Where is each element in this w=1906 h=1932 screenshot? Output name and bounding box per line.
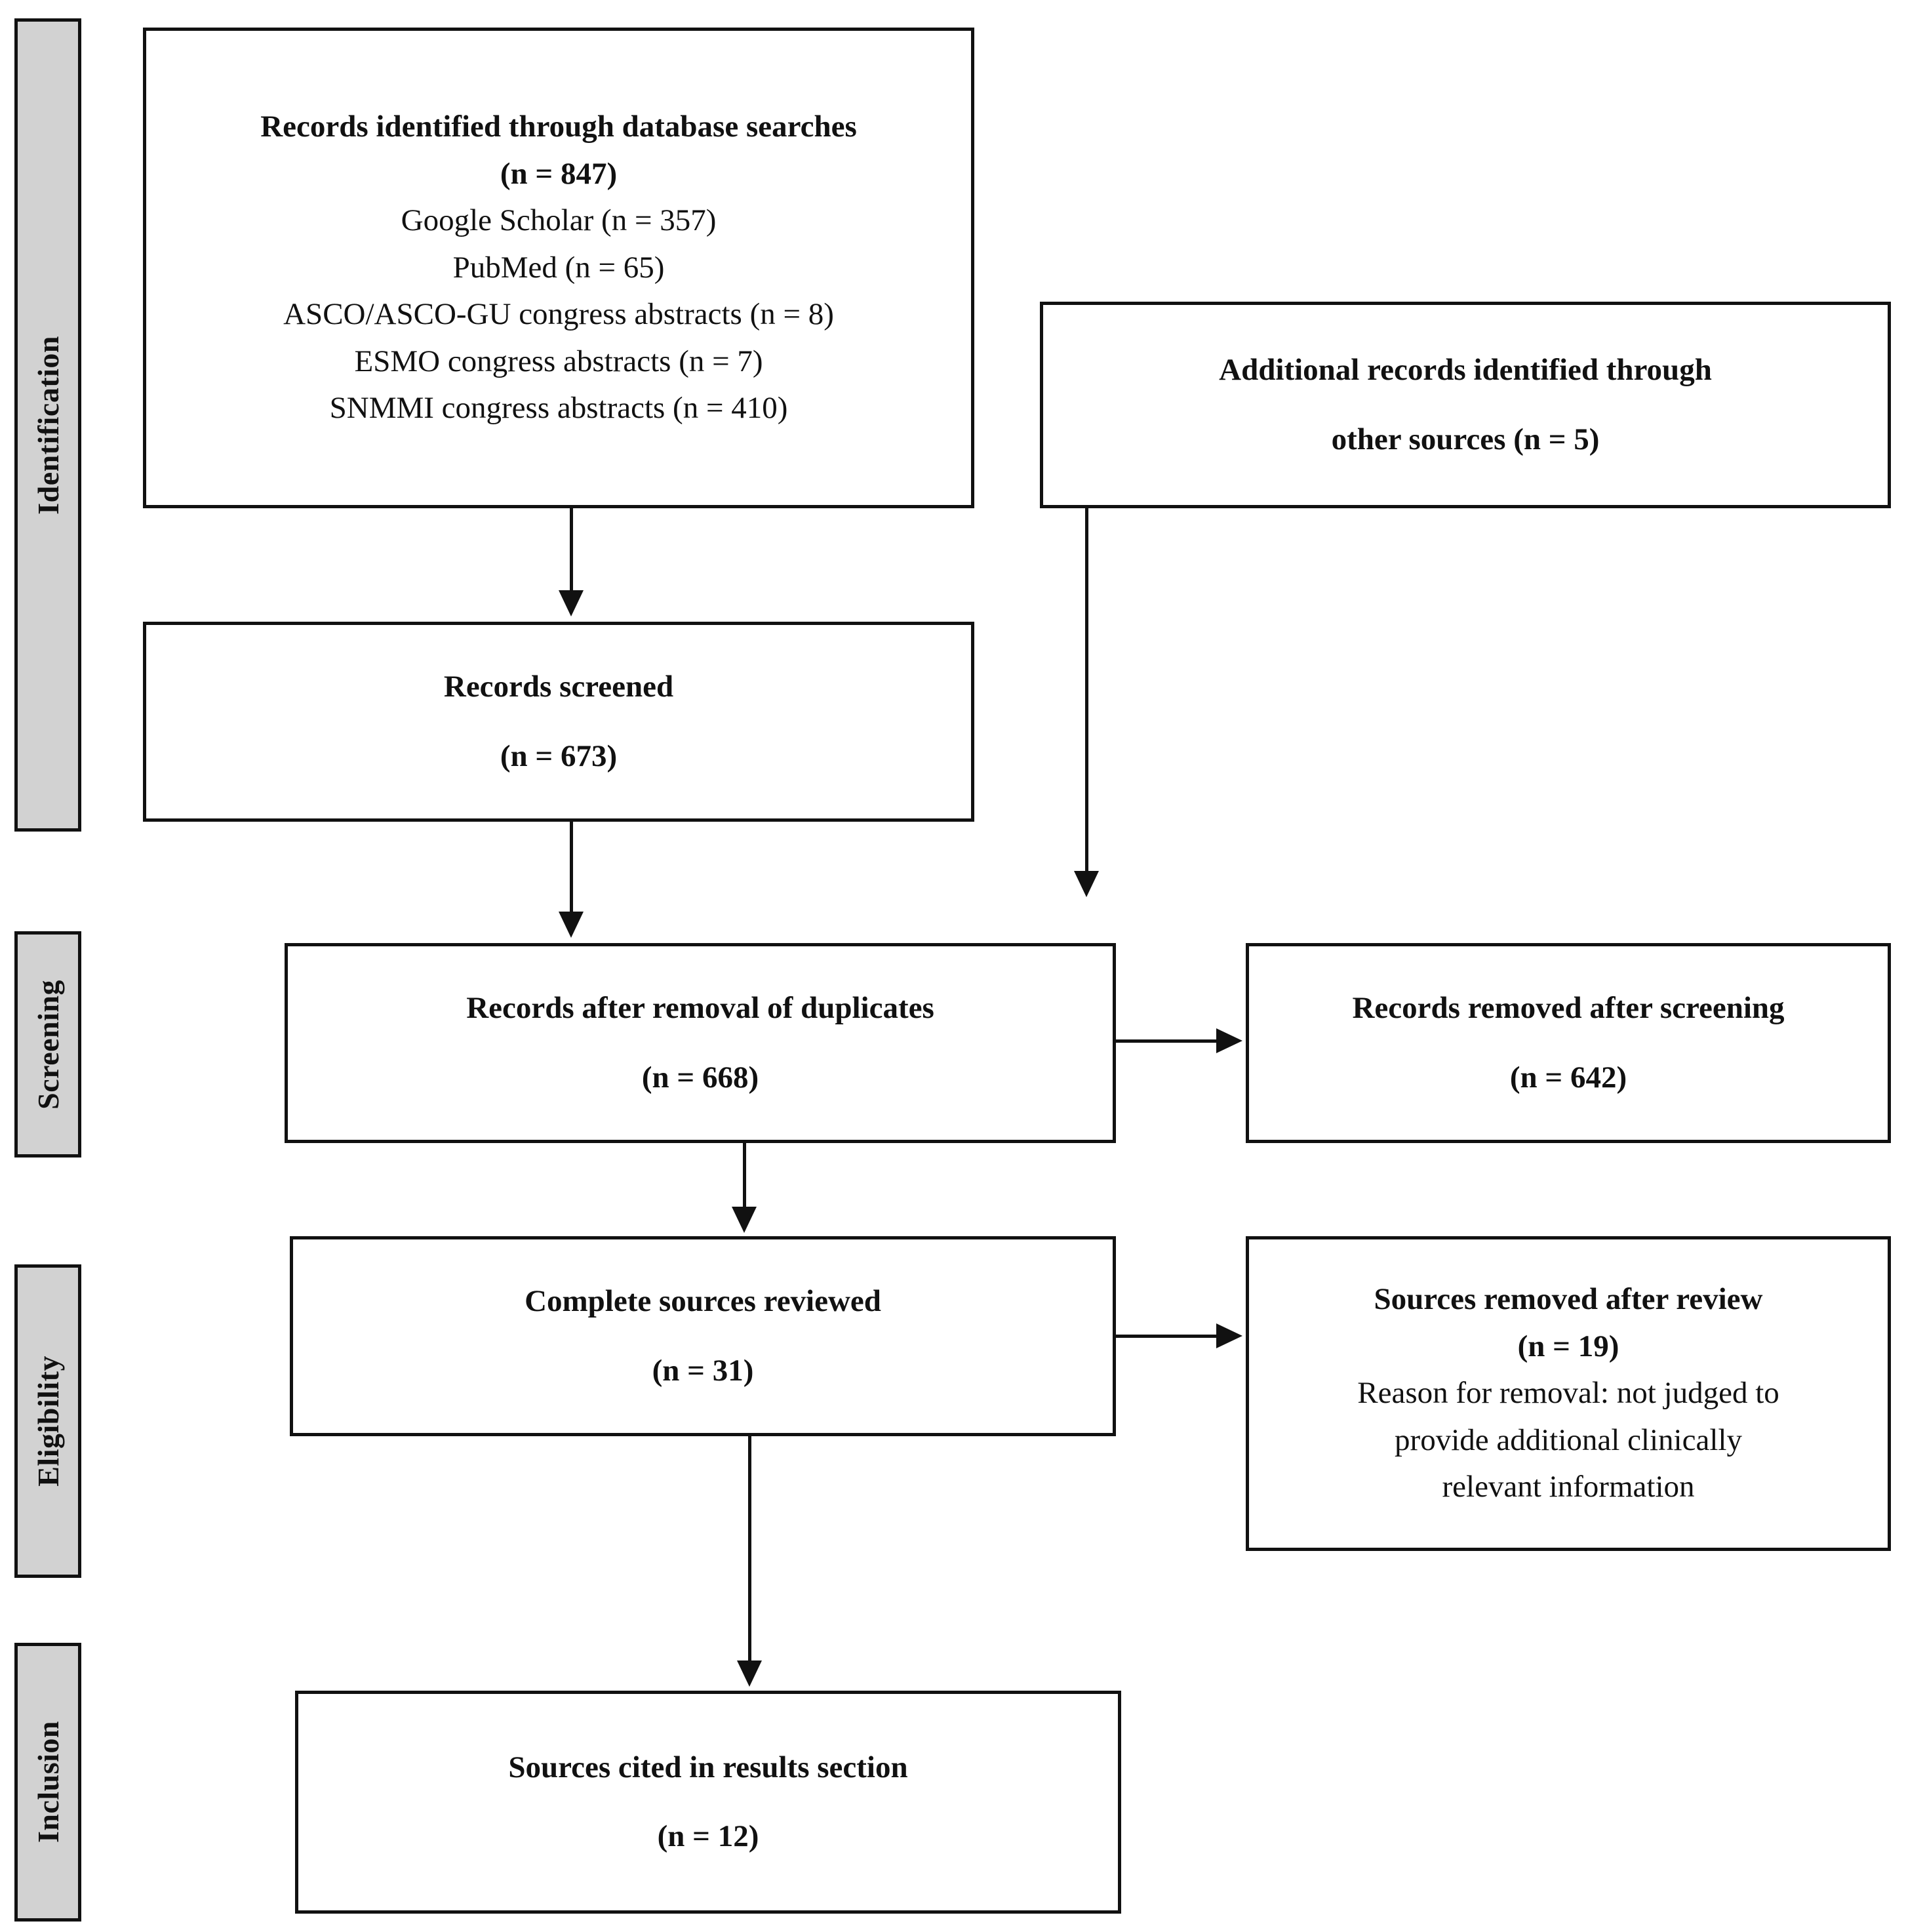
arrowhead-identified-to-screened (559, 590, 584, 616)
box-sources-cited: Sources cited in results section (n = 12… (295, 1691, 1121, 1914)
box-records-screened-line-2: (n = 673) (500, 738, 618, 773)
box-additional-records: Additional records identified through ot… (1040, 302, 1891, 508)
box-records-after-duplicates-line-1: Records after removal of duplicates (466, 991, 934, 1026)
arrowhead-complete-to-sources-removed (1216, 1323, 1242, 1348)
box-records-identified-line-1: Records identified through database sear… (260, 110, 857, 144)
box-records-after-duplicates-line-2: (n = 668) (641, 1060, 759, 1095)
box-complete-sources-reviewed: Complete sources reviewed (n = 31) (290, 1236, 1116, 1436)
box-records-identified-line-4: PubMed (n = 65) (452, 250, 665, 285)
connector-complete-to-cited (748, 1436, 751, 1662)
box-sources-cited-line-1: Sources cited in results section (508, 1750, 908, 1784)
box-additional-records-line-2: other sources (n = 5) (1331, 422, 1600, 456)
box-sources-removed-after-review-line-2: (n = 19) (1517, 1329, 1619, 1363)
box-sources-removed-after-review-line-5: relevant information (1442, 1470, 1695, 1504)
box-sources-removed-after-review-line-4: provide additional clinically (1395, 1422, 1742, 1457)
phase-bar-screening: Screening (14, 931, 81, 1157)
arrowhead-complete-to-cited (737, 1660, 762, 1687)
box-sources-removed-after-review: Sources removed after review (n = 19) Re… (1246, 1236, 1891, 1551)
phase-label-inclusion: Inclusion (31, 1721, 65, 1843)
phase-label-identification: Identification (31, 335, 65, 515)
box-records-removed-after-screening-line-1: Records removed after screening (1352, 991, 1785, 1026)
box-records-after-duplicates: Records after removal of duplicates (n =… (285, 943, 1116, 1143)
box-sources-cited-line-2: (n = 12) (657, 1819, 759, 1853)
box-records-identified-line-7: SNMMI congress abstracts (n = 410) (329, 391, 788, 426)
box-records-identified: Records identified through database sear… (143, 28, 974, 508)
connector-additional-to-duplicates (1085, 508, 1088, 873)
phase-label-screening: Screening (31, 979, 65, 1110)
box-records-identified-line-3: Google Scholar (n = 357) (401, 203, 717, 238)
box-records-screened-line-1: Records screened (443, 670, 674, 704)
box-complete-sources-reviewed-line-1: Complete sources reviewed (525, 1284, 881, 1319)
arrowhead-additional-to-duplicates (1074, 871, 1099, 897)
box-records-identified-line-5: ASCO/ASCO-GU congress abstracts (n = 8) (283, 297, 834, 332)
box-records-removed-after-screening: Records removed after screening (n = 642… (1246, 943, 1891, 1143)
connector-duplicates-to-removed (1116, 1039, 1218, 1043)
box-sources-removed-after-review-line-3: Reason for removal: not judged to (1357, 1376, 1779, 1411)
box-complete-sources-reviewed-line-2: (n = 31) (652, 1353, 754, 1388)
phase-bar-inclusion: Inclusion (14, 1643, 81, 1922)
connector-duplicates-to-complete (743, 1143, 746, 1209)
arrowhead-duplicates-to-removed (1216, 1028, 1242, 1053)
box-records-identified-line-2: (n = 847) (500, 156, 618, 191)
box-records-identified-line-6: ESMO congress abstracts (n = 7) (354, 344, 763, 378)
arrowhead-duplicates-to-complete (732, 1207, 757, 1233)
connector-screened-to-duplicates (570, 822, 573, 914)
phase-bar-identification: Identification (14, 18, 81, 832)
box-records-screened: Records screened (n = 673) (143, 622, 974, 822)
phase-label-eligibility: Eligibility (31, 1356, 65, 1487)
connector-complete-to-sources-removed (1116, 1335, 1218, 1338)
box-records-removed-after-screening-line-2: (n = 642) (1509, 1060, 1627, 1095)
phase-bar-eligibility: Eligibility (14, 1264, 81, 1578)
arrowhead-screened-to-duplicates (559, 912, 584, 938)
connector-identified-to-screened (570, 508, 573, 592)
box-additional-records-line-1: Additional records identified through (1219, 353, 1712, 388)
box-sources-removed-after-review-line-1: Sources removed after review (1374, 1282, 1763, 1317)
